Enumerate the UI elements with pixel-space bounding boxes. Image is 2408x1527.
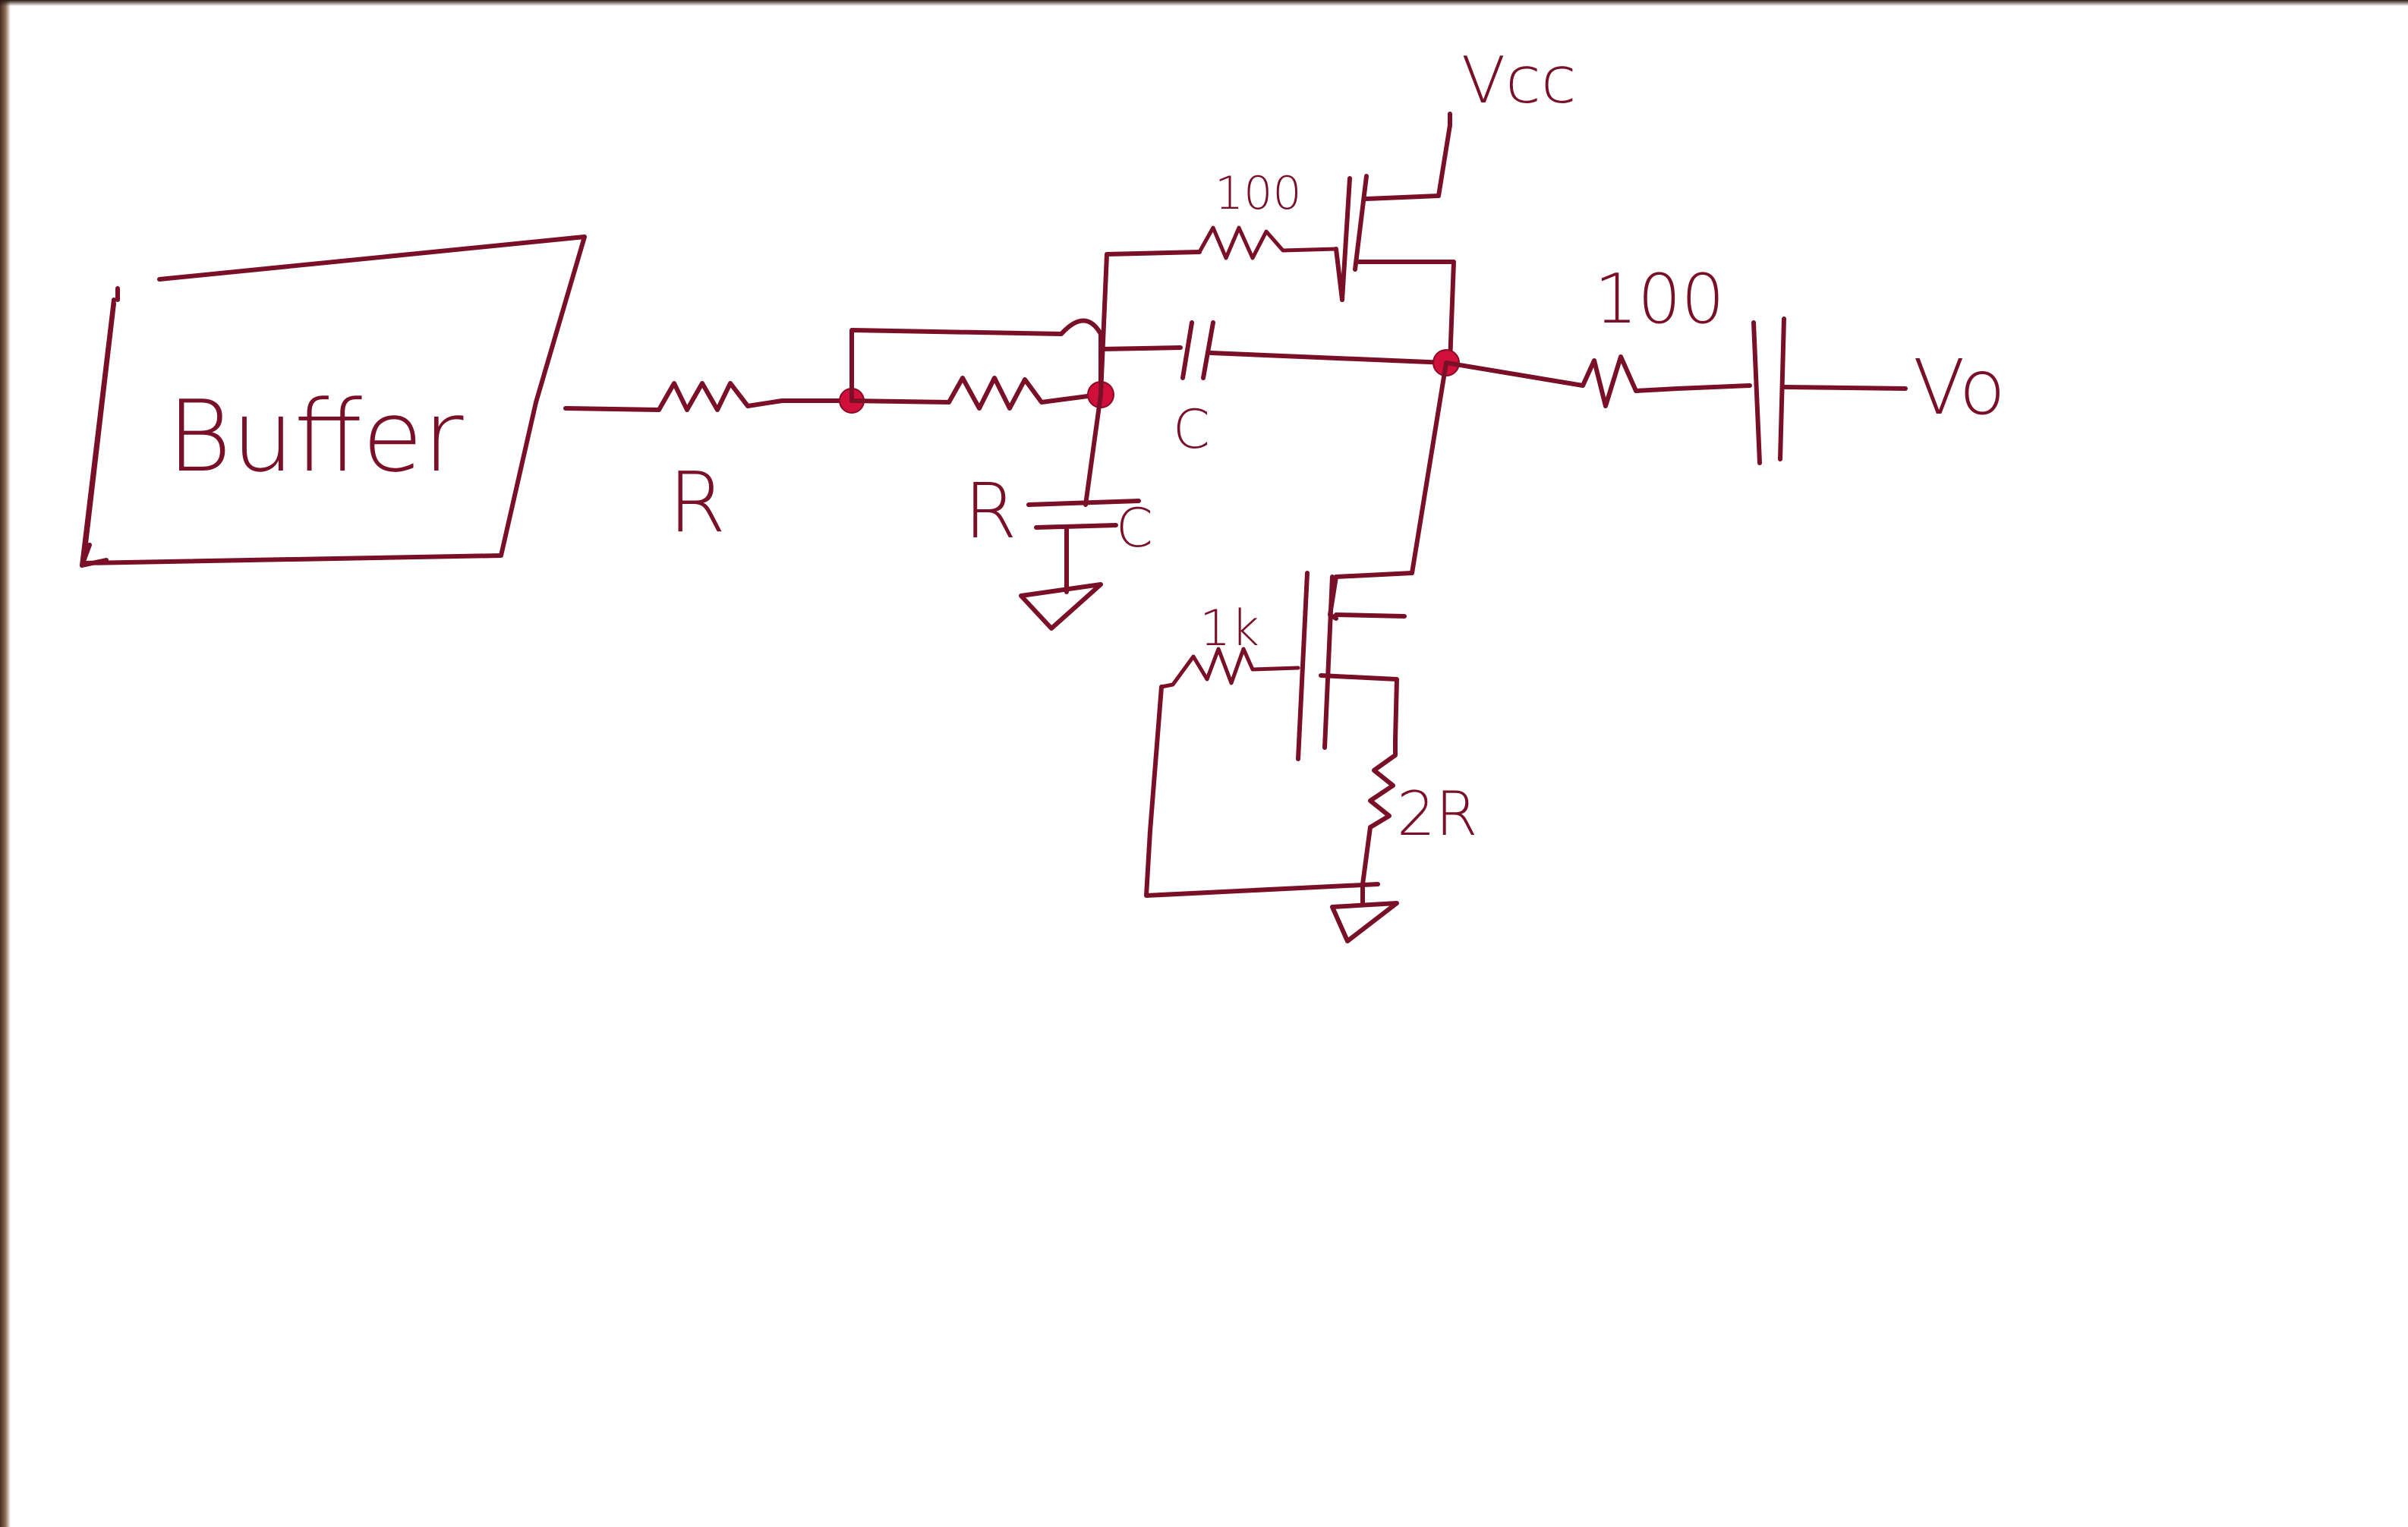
- wire-cap-shunt: [1083, 392, 1103, 507]
- wire-buffer-out: [563, 406, 661, 412]
- wire-to-vo: [1782, 385, 1908, 391]
- resistor-output-zigzag: [1444, 354, 1752, 408]
- resistor-source-label: 2R: [1397, 779, 1477, 849]
- resistor-gate-top-label: 100: [1215, 167, 1302, 220]
- coupling-cap-plate-1: [1180, 320, 1194, 380]
- buffer-block: Buffer: [80, 235, 587, 568]
- upper-gate-bar: [1340, 176, 1352, 302]
- filter-resistor: R: [849, 376, 1102, 556]
- upper-channel-bar: [1353, 174, 1369, 272]
- upper-transistor: Vcc: [1334, 43, 1577, 365]
- wire-to-coupling-cap: [1098, 345, 1183, 351]
- coupling-cap-plate-2: [1201, 320, 1215, 380]
- coupling-capacitor: C: [1098, 320, 1448, 461]
- vo-label: Vo: [1913, 343, 2006, 432]
- cap-plate-top: [1026, 499, 1141, 507]
- upper-drain-lead: [1364, 112, 1452, 201]
- buffer-label: Buffer: [167, 379, 464, 494]
- lower-transistor: [1296, 360, 1448, 761]
- lower-gate-bar: [1296, 571, 1310, 761]
- lower-channel-bar: [1322, 575, 1335, 750]
- wire-bypass-loop: [849, 318, 1103, 403]
- output-cap-plate-2: [1778, 316, 1786, 461]
- resistor-output-label: 100: [1594, 260, 1725, 339]
- wire-from-coupling-cap: [1209, 351, 1448, 365]
- buffer-box-corner-arrow: [80, 543, 109, 568]
- coupling-cap-label: C: [1173, 398, 1210, 461]
- paper-edge-shadow-top: [0, 0, 2408, 6]
- lower-source-lead: [1319, 673, 1399, 742]
- resistor-source-zigzag: [1360, 738, 1398, 886]
- upper-gate-network: 100: [1098, 167, 1338, 397]
- wire-gate-ground-return: [1144, 685, 1380, 898]
- paper-edge-shadow-left: [0, 0, 11, 1527]
- buffer-box-left: [80, 298, 116, 568]
- input-resistor: R: [563, 381, 853, 551]
- cap-filter-label: C: [1116, 497, 1153, 559]
- output-network: 100 Vo: [1444, 260, 2006, 465]
- source-resistor: 2R: [1330, 738, 1477, 943]
- resistor-input-zigzag: [657, 381, 853, 412]
- filter-capacitor: C: [1019, 392, 1153, 631]
- resistor-input-label: R: [668, 454, 726, 551]
- resistor-filter-label: R: [964, 467, 1016, 556]
- vcc-label: Vcc: [1461, 43, 1577, 118]
- cap-plate-bottom: [1034, 523, 1118, 530]
- lower-gate-network: 1k: [1144, 600, 1380, 898]
- resistor-gate-bottom-zigzag: [1159, 647, 1300, 689]
- ground-symbol-left: [1019, 582, 1103, 631]
- resistor-gate-top-zigzag: [1197, 225, 1338, 260]
- output-cap-plate-1: [1751, 320, 1762, 465]
- lower-drain-horizontal: [1334, 612, 1407, 619]
- resistor-gate-bottom-label: 1k: [1199, 600, 1259, 657]
- ground-symbol-right: [1330, 901, 1399, 943]
- resistor-filter-zigzag: [849, 376, 1102, 411]
- wire-to-lower-drain: [1334, 360, 1448, 579]
- upper-source-lead: [1357, 260, 1456, 365]
